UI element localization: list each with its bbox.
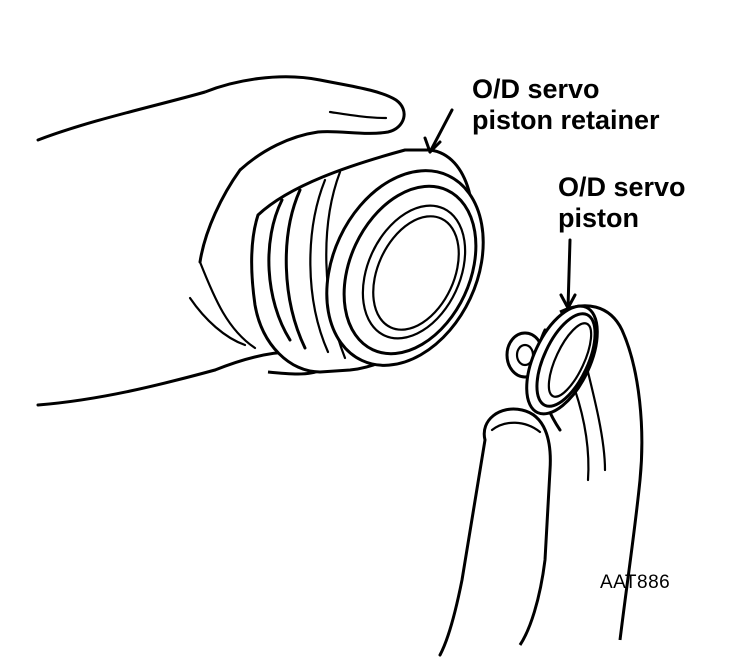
servo-piston bbox=[505, 304, 599, 416]
figure-id: AAT886 bbox=[600, 572, 671, 593]
retainer-label-line1: O/D servo bbox=[472, 74, 600, 104]
retainer-label: O/D servo piston retainer bbox=[472, 74, 660, 136]
left-hand bbox=[36, 75, 406, 407]
retainer-label-line2: piston retainer bbox=[472, 105, 660, 135]
servo-piston-retainer bbox=[250, 148, 485, 374]
piston-leader bbox=[566, 238, 572, 310]
piston-label-line2: piston bbox=[558, 203, 639, 233]
piston-label: O/D servo piston bbox=[558, 172, 686, 234]
retainer-leader bbox=[428, 108, 454, 154]
piston-label-line1: O/D servo bbox=[558, 172, 686, 202]
right-hand bbox=[438, 304, 644, 657]
